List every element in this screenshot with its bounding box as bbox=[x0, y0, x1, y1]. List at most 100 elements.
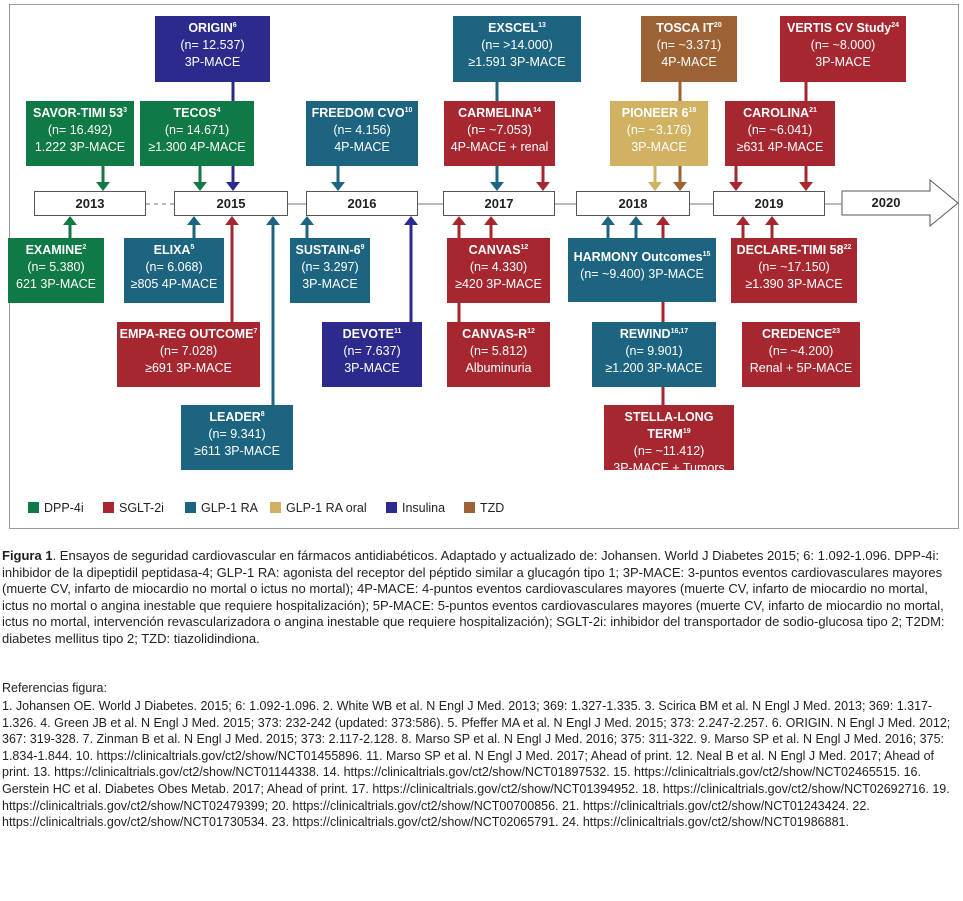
trial-reference-number: 22 bbox=[843, 244, 852, 251]
trial-box-declare-timi: DECLARE-TIMI 5822 (n= ~17.150) ≥1.390 3P-M… bbox=[731, 238, 857, 303]
trial-endpoint: 3P-MACE bbox=[815, 55, 871, 69]
trial-sample-size: (n= ~4.200) bbox=[768, 344, 834, 358]
trial-title: TOSCA IT20 bbox=[656, 21, 722, 35]
trial-title: ORIGIN6 bbox=[188, 21, 237, 35]
timeline-year-2018: 2018 bbox=[576, 191, 690, 216]
trial-sample-size: (n= ~7.053) bbox=[467, 123, 532, 137]
trial-box-sustain-6: SUSTAIN-69(n= 3.297)3P-MACE bbox=[290, 238, 370, 303]
trial-title: CAROLINA21 bbox=[743, 106, 817, 120]
trial-sample-size: (n= ~3.176) bbox=[626, 123, 692, 137]
trial-title: CANVAS-R12 bbox=[462, 327, 535, 341]
trial-endpoint: 4P-MACE bbox=[334, 140, 390, 154]
trial-sample-size: (n= 16.492) bbox=[47, 123, 113, 137]
references-heading: Referencias figura: bbox=[2, 681, 107, 695]
trial-title: PIONEER 618 bbox=[621, 106, 697, 120]
trial-sample-size: (n= ~3.371) bbox=[656, 38, 722, 52]
legend-item-glp1-oral: GLP-1 RA oral bbox=[270, 501, 367, 515]
trial-sample-size: (n= 4.330) bbox=[469, 260, 528, 274]
trial-endpoint: ≥691 3P-MACE bbox=[145, 361, 232, 375]
trial-sample-size: (n= 14.671) bbox=[164, 123, 230, 137]
trial-reference-number: 4 bbox=[216, 107, 221, 114]
trial-title: FREEDOM CVO10 bbox=[311, 106, 413, 120]
timeline-year-2020: 2020 bbox=[871, 195, 901, 210]
trial-sample-size: (n= ~11.412) bbox=[633, 444, 705, 458]
legend-item-tzd: TZD bbox=[464, 501, 504, 515]
trial-title: DECLARE-TIMI 5822 bbox=[736, 243, 852, 257]
trial-box-tecos: TECOS4(n= 14.671)≥1.300 4P-MACE bbox=[140, 101, 254, 166]
trial-endpoint: ≥1.591 3P-MACE bbox=[468, 55, 566, 69]
trial-box-rewind: REWIND16,17(n= 9.901)≥1.200 3P-MACE bbox=[592, 322, 716, 387]
trial-endpoint: 4P-MACE bbox=[661, 55, 717, 69]
trial-sample-size: (n= 3.297) bbox=[301, 260, 359, 274]
trial-reference-number: 7 bbox=[253, 328, 258, 335]
trial-reference-number: 23 bbox=[832, 328, 840, 335]
trial-reference-number: 12 bbox=[527, 328, 535, 335]
trial-reference-number: 13 bbox=[538, 22, 546, 29]
trial-box-vertis-cv: VERTIS CV Study24(n= ~8.000)3P-MACE bbox=[780, 16, 906, 82]
trial-sample-size: (n= 9.901) bbox=[625, 344, 683, 358]
trial-sample-size: (n= >14.000) bbox=[481, 38, 553, 52]
trial-endpoint: 3P-MACE bbox=[631, 140, 687, 154]
trial-box-carmelina: CARMELINA14(n= ~7.053)4P-MACE + renal bbox=[444, 101, 555, 166]
legend-swatch bbox=[28, 502, 39, 513]
trial-reference-number: 11 bbox=[394, 328, 402, 335]
trial-sample-size: (n= ~8.000) bbox=[810, 38, 876, 52]
trial-reference-number: 12 bbox=[520, 244, 529, 251]
trial-endpoint: 621 3P-MACE bbox=[16, 277, 96, 291]
trial-reference-number: 21 bbox=[809, 107, 817, 114]
trial-reference-number: 15 bbox=[702, 251, 711, 258]
trial-sample-size: (n= ~6.041) bbox=[747, 123, 813, 137]
trial-box-carolina: CAROLINA21 (n= ~6.041) ≥631 4P-MACE bbox=[725, 101, 835, 166]
trial-reference-number: 8 bbox=[260, 411, 265, 418]
trial-box-canvas: CANVAS12(n= 4.330)≥420 3P-MACE bbox=[447, 238, 550, 303]
trial-reference-number: 18 bbox=[688, 107, 697, 114]
trial-reference-number: 20 bbox=[713, 22, 722, 29]
trial-endpoint: 3P-MACE bbox=[184, 55, 241, 69]
trial-reference-number: 6 bbox=[232, 22, 237, 29]
trial-box-credence: CREDENCE23(n= ~4.200)Renal + 5P-MACE bbox=[742, 322, 860, 387]
trial-box-harmony-outcomes: HARMONY Outcomes15 (n= ~9.400) 3P-MACE bbox=[568, 238, 716, 302]
timeline-arrow bbox=[841, 178, 959, 228]
legend-label: GLP-1 RA oral bbox=[286, 501, 367, 515]
trial-title: DEVOTE11 bbox=[342, 327, 402, 341]
trial-sample-size: (n= 7.028) bbox=[159, 344, 218, 358]
legend-label: SGLT-2i bbox=[119, 501, 164, 515]
trial-box-examine: EXAMINE2(n= 5.380)621 3P-MACE bbox=[8, 238, 104, 303]
trial-sample-size: (n= 5.380) bbox=[27, 260, 85, 274]
timeline-year-2017: 2017 bbox=[443, 191, 555, 216]
trial-reference-number: 2 bbox=[82, 244, 87, 251]
legend-item-sglt2i: SGLT-2i bbox=[103, 501, 164, 515]
trial-endpoint: ≥611 3P-MACE bbox=[194, 444, 280, 458]
timeline-year-2013: 2013 bbox=[34, 191, 146, 216]
legend-swatch bbox=[464, 502, 475, 513]
trial-reference-number: 5 bbox=[190, 244, 195, 251]
trial-reference-number: 14 bbox=[533, 107, 541, 114]
trial-sample-size: (n= ~9.400) 3P-MACE bbox=[580, 267, 704, 281]
trial-box-exscel: EXSCEL13(n= >14.000)≥1.591 3P-MACE bbox=[453, 16, 581, 82]
trial-endpoint: ≥631 4P-MACE bbox=[736, 140, 824, 154]
trial-title: REWIND16,17 bbox=[619, 327, 689, 341]
trial-box-leader: LEADER8(n= 9.341)≥611 3P-MACE bbox=[181, 405, 293, 470]
trial-sample-size: (n= ~17.150) bbox=[758, 260, 830, 274]
legend-label: Insulina bbox=[402, 501, 446, 515]
trial-endpoint: ≥420 3P-MACE bbox=[455, 277, 542, 291]
trial-box-savor-timi: SAVOR-TIMI 533(n= 16.492)1.222 3P-MACE bbox=[26, 101, 134, 166]
legend-swatch bbox=[185, 502, 196, 513]
trial-title: HARMONY Outcomes15 bbox=[573, 250, 711, 264]
trial-endpoint: Renal + 5P-MACE bbox=[749, 361, 853, 375]
trial-sample-size: (n= 12.537) bbox=[180, 38, 245, 52]
trial-reference-number: 10 bbox=[404, 107, 413, 114]
trial-title: SUSTAIN-69 bbox=[295, 243, 365, 257]
trial-title: SAVOR-TIMI 533 bbox=[33, 106, 127, 120]
legend-swatch bbox=[386, 502, 397, 513]
trial-endpoint: Albuminuria bbox=[465, 361, 532, 375]
timeline-year-2016: 2016 bbox=[306, 191, 418, 216]
trial-title: ELIXA5 bbox=[153, 243, 195, 257]
legend-label: TZD bbox=[480, 501, 505, 515]
trial-title: CARMELINA14 bbox=[458, 106, 541, 120]
timeline-year-2015: 2015 bbox=[174, 191, 288, 216]
trial-endpoint: ≥1.390 3P-MACE bbox=[745, 277, 843, 291]
trial-box-devote: DEVOTE11(n= 7.637)3P-MACE bbox=[322, 322, 422, 387]
references-list: 1. Johansen OE. World J Diabetes. 2015; … bbox=[2, 699, 951, 830]
trial-endpoint: ≥805 4P-MACE bbox=[130, 277, 218, 291]
